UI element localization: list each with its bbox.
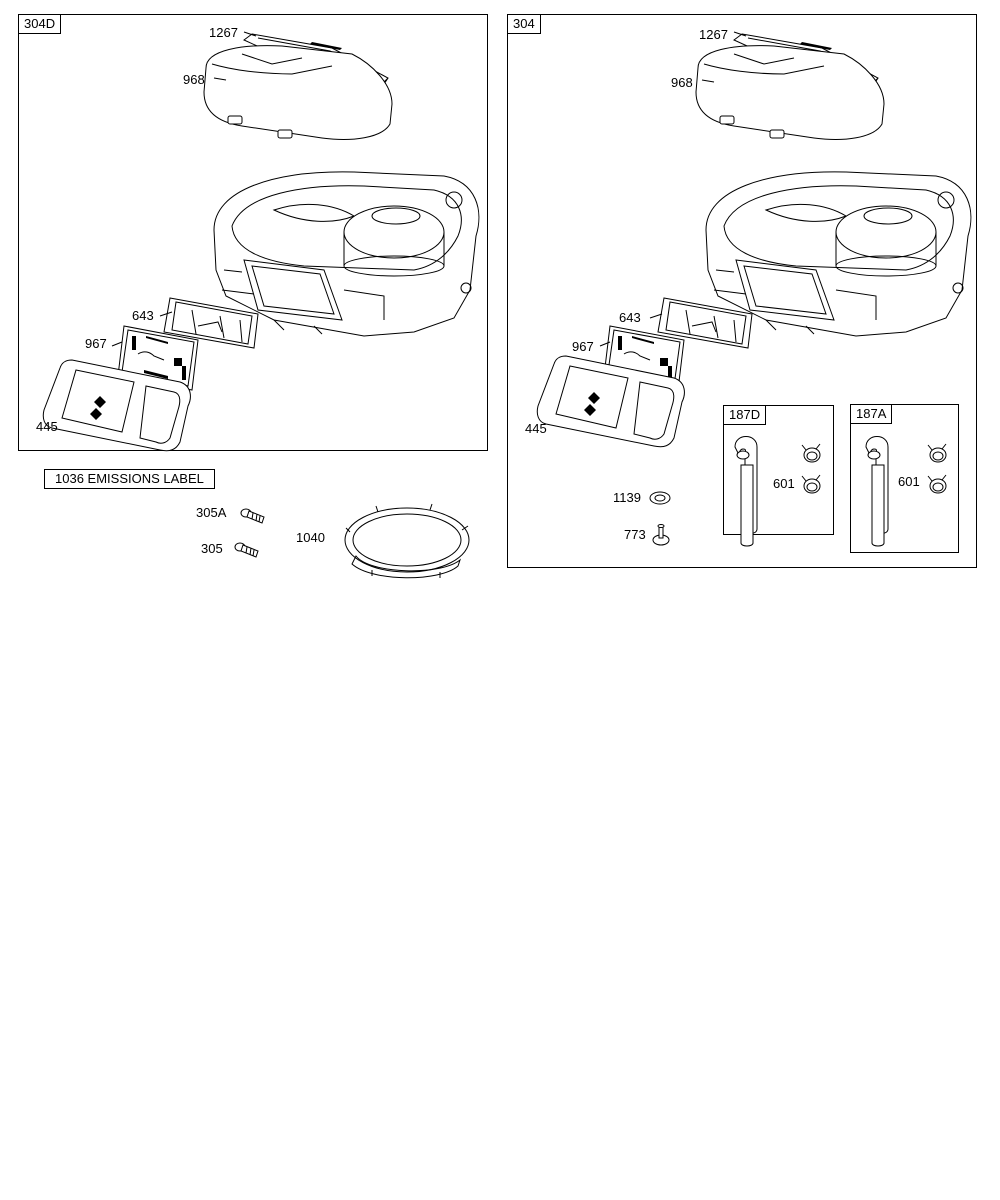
label-1139: 1139 [613,490,641,505]
label-1267-left: 1267 [209,25,238,40]
label-1040: 1040 [296,530,325,545]
emissions-label-box: 1036 EMISSIONS LABEL [44,469,215,489]
label-967-right: 967 [572,339,594,354]
label-601-187a: 601 [898,474,920,489]
label-967-left: 967 [85,336,107,351]
panel-304d-tag: 304D [18,14,62,34]
label-968-right: 968 [671,75,693,90]
label-305a: 305A [196,505,227,520]
label-305: 305 [201,541,223,556]
panel-304-tag: 304 [507,14,541,34]
label-1267-right: 1267 [699,27,728,42]
label-601-187d: 601 [773,476,795,491]
label-445-right: 445 [525,421,547,436]
label-968-left: 968 [183,72,205,87]
label-445-left: 445 [36,419,58,434]
label-643-right: 643 [619,310,641,325]
label-643-left: 643 [132,308,154,323]
kit-187a-tag: 187A [850,404,893,424]
kit-187a-box [850,404,959,553]
kit-187d-tag: 187D [723,405,767,425]
label-773: 773 [624,527,646,542]
